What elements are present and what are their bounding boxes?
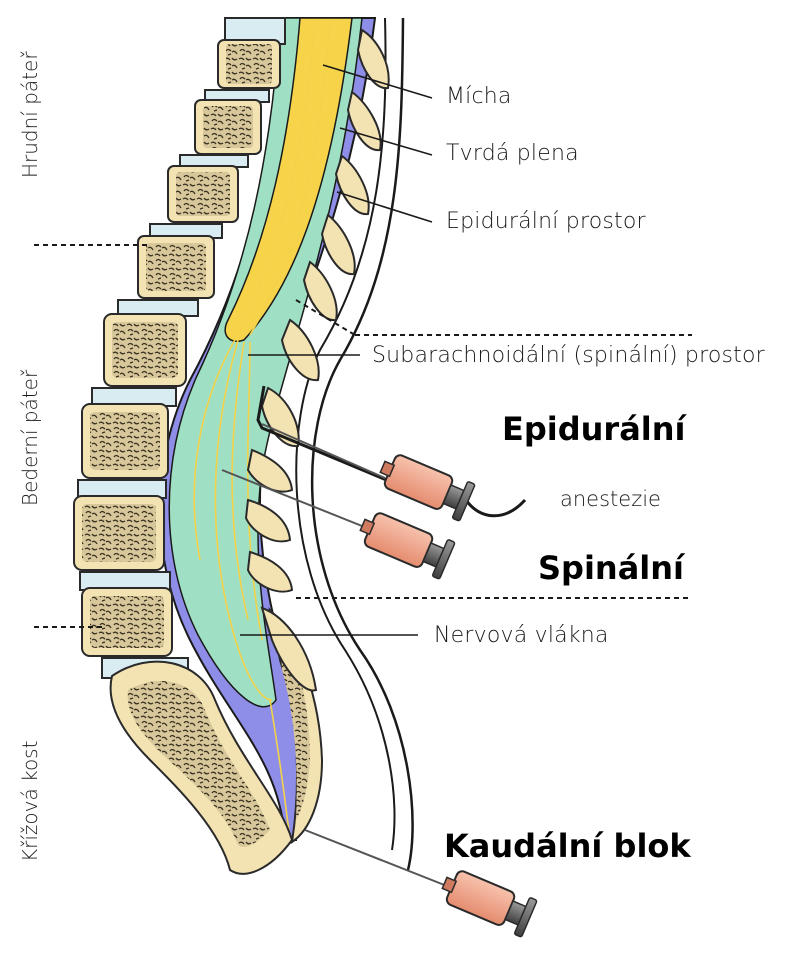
region-dividers (34, 244, 692, 628)
label-dura: Tvrdá plena (446, 141, 579, 166)
nerve-fibers-lines (193, 19, 331, 841)
label-epidural: Epidurální (502, 410, 686, 448)
region-label-thoracic: Hrudní páteř (18, 51, 42, 178)
leader-dura (339, 127, 433, 156)
spinous-processes (244, 28, 390, 692)
spinal-cord (224, 17, 353, 342)
label-spinal-cord: Mícha (446, 84, 512, 109)
region-label-lumbar: Bederní páteř (18, 369, 42, 506)
leader-spinal-cord (322, 64, 433, 99)
back-contour-inner (295, 17, 396, 851)
sacrum (109, 606, 324, 875)
label-anesthesia: anestezie (560, 487, 661, 511)
divider-epidural-level (295, 299, 356, 336)
label-nerve-fibers: Nervová vlákna (434, 623, 609, 648)
back-contour-outer (310, 17, 414, 871)
label-subarachnoid-space: Subarachnoidální (spinální) prostor (372, 343, 765, 368)
label-epidural-space: Epidurální prostor (446, 209, 646, 234)
region-label-sacrum: Křížová kost (18, 740, 42, 862)
leader-epidural-space (336, 191, 433, 223)
vertebral-bodies (73, 17, 286, 679)
label-caudal-block: Kaudální blok (444, 827, 691, 865)
caudal-syringe (304, 829, 538, 938)
epidural-syringe (256, 385, 527, 522)
epidural-catheter (256, 385, 397, 486)
spinal-syringe (221, 469, 456, 580)
leader-lines (240, 64, 433, 636)
label-spinal: Spinální (538, 549, 685, 587)
